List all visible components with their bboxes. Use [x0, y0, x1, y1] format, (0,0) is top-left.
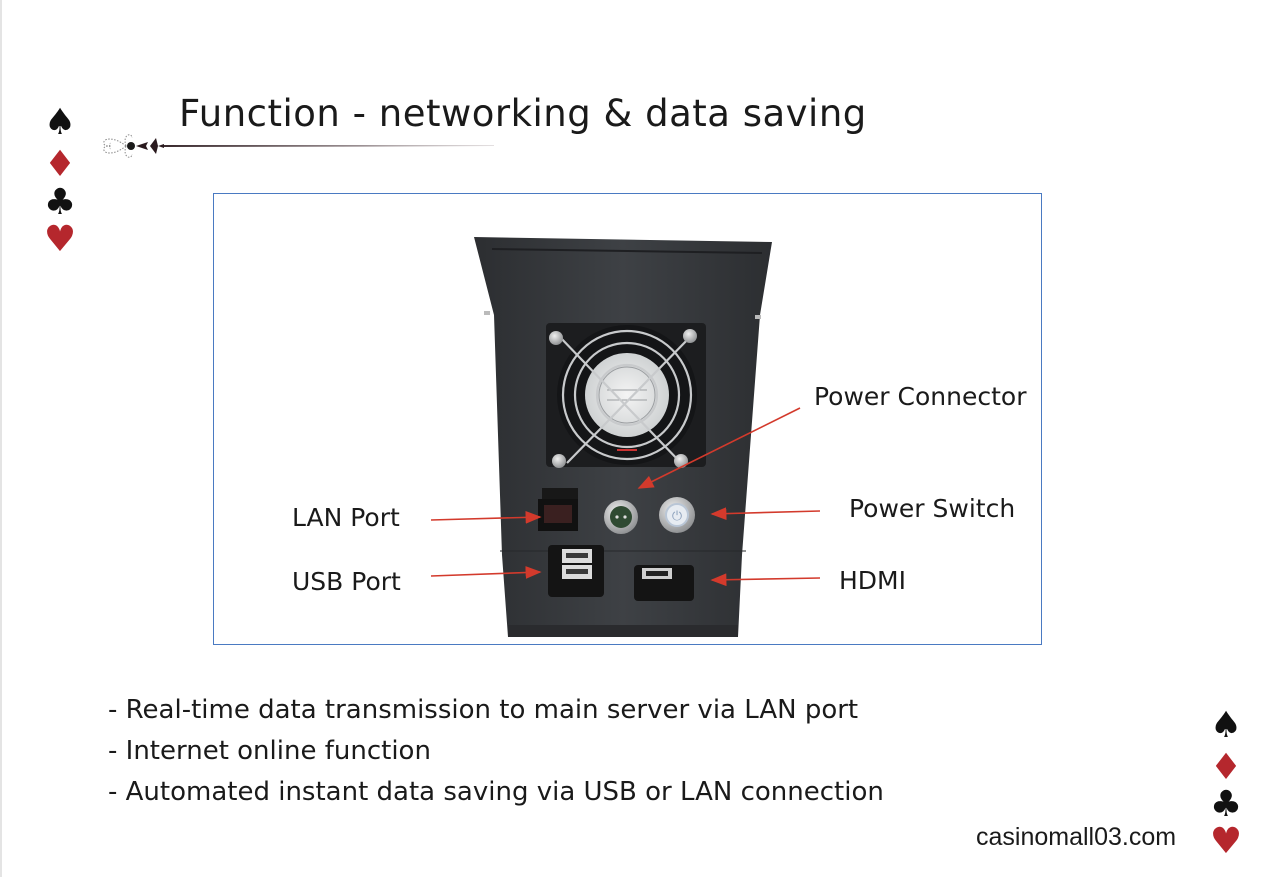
heart-icon: ♥	[43, 219, 77, 260]
usb-port-label: USB Port	[292, 567, 401, 596]
device-diagram-frame	[213, 193, 1042, 645]
flourish-divider-icon	[103, 134, 494, 158]
feature-item: - Automated instant data saving via USB …	[108, 777, 884, 807]
diamond-icon: ♦	[43, 144, 77, 185]
heart-icon: ♥	[1209, 821, 1243, 862]
power-switch-label: Power Switch	[849, 494, 1016, 523]
club-icon: ♣	[1209, 784, 1243, 825]
page-left-edge	[0, 0, 2, 877]
feature-list: - Real-time data transmission to main se…	[108, 690, 884, 813]
diamond-icon: ♦	[1209, 747, 1243, 788]
website-link[interactable]: casinomall03.com	[976, 823, 1177, 851]
power-connector-label: Power Connector	[814, 382, 1027, 411]
feature-item: - Internet online function	[108, 736, 431, 766]
hdmi-label: HDMI	[839, 566, 906, 595]
spade-icon: ♠	[1209, 705, 1243, 746]
device-rear-panel-image: ⏻	[474, 237, 772, 637]
feature-item: - Real-time data transmission to main se…	[108, 695, 859, 725]
club-icon: ♣	[43, 182, 77, 223]
page-title: Function - networking & data saving	[179, 92, 867, 135]
lan-port-label: LAN Port	[292, 503, 400, 532]
spade-icon: ♠	[43, 102, 77, 143]
power-symbol-icon: ⏻	[672, 509, 682, 524]
